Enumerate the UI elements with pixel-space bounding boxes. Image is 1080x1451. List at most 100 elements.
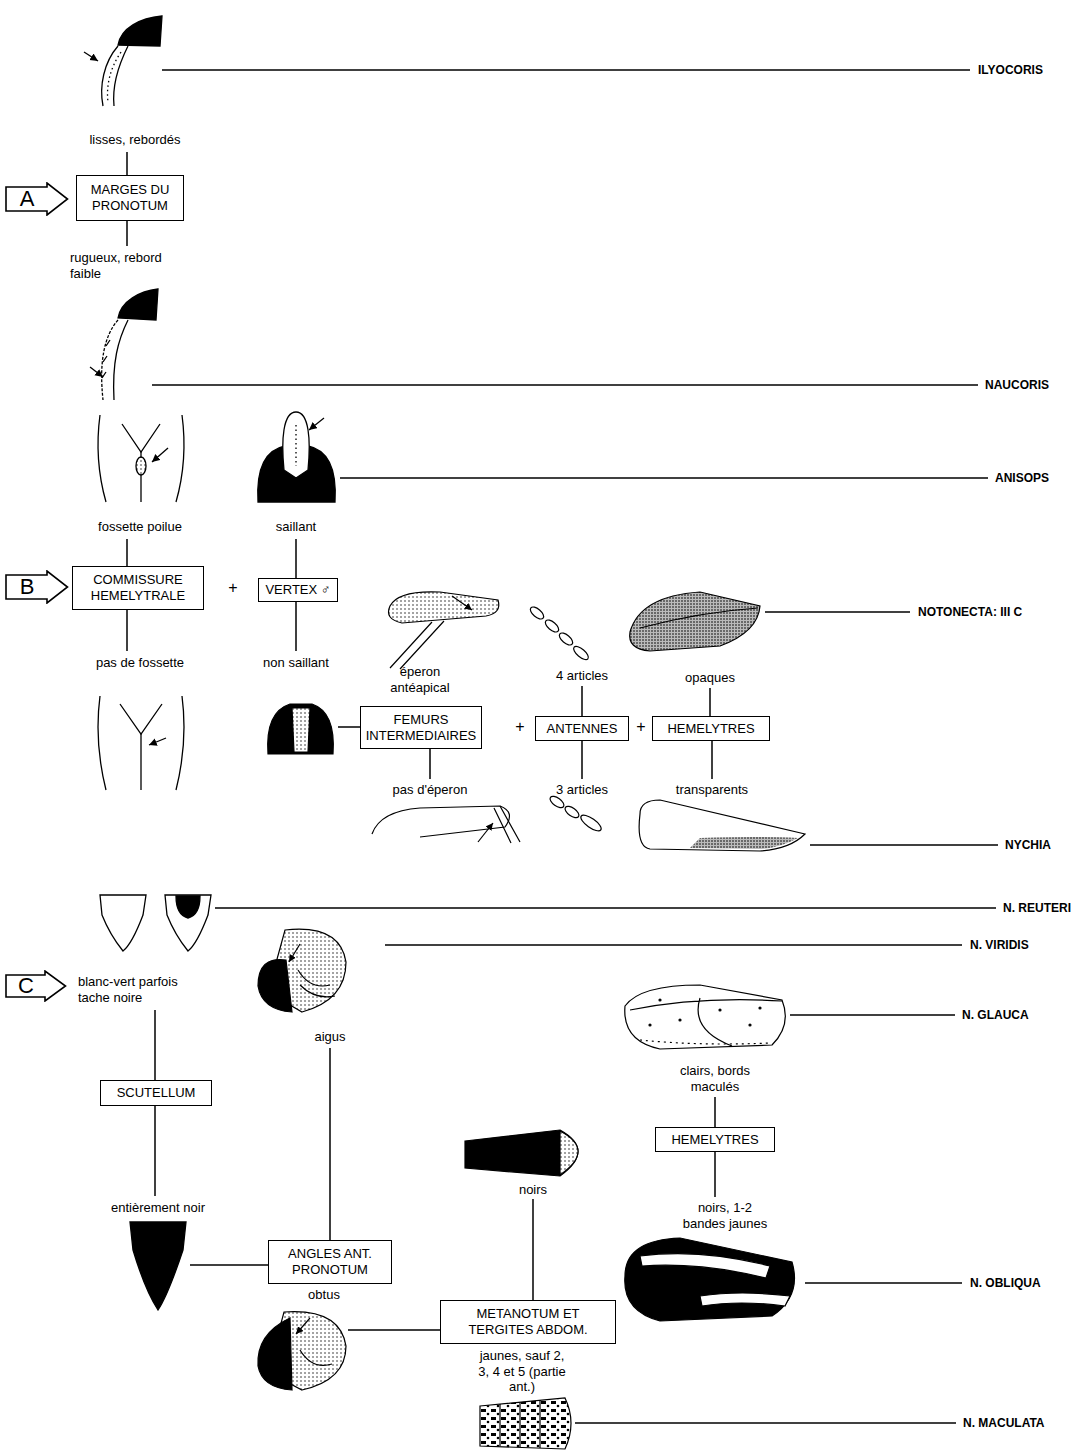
key-line xyxy=(329,1048,331,1240)
pronotum-angle-figure xyxy=(296,1318,310,1334)
pronotum-angle-figure xyxy=(300,1350,332,1365)
commissure-figure xyxy=(152,448,168,462)
character-name: HEMELYTRES xyxy=(667,721,754,737)
femur-figure xyxy=(390,621,444,669)
character-state: blanc-vert parfois tache noire xyxy=(78,974,208,1005)
character-state: clairs, bords maculés xyxy=(665,1063,765,1094)
antenna-figure xyxy=(543,618,560,634)
antenna-figure xyxy=(572,644,591,662)
femur-figure xyxy=(452,596,472,610)
character-state: obtus xyxy=(294,1287,354,1303)
pronotum-figure xyxy=(90,367,103,377)
antenna-figure xyxy=(528,605,590,662)
pronotum-angle-figure xyxy=(289,944,300,962)
pronotum-angle-figure xyxy=(258,929,346,1012)
antenna-figure xyxy=(528,605,545,621)
taxon-name: NYCHIA xyxy=(1005,838,1051,852)
commissure-figure xyxy=(136,457,146,475)
character-state: jaunes, sauf 2, 3, 4 et 5 (partie ant.) xyxy=(478,1348,566,1395)
hemelytra-figure xyxy=(690,837,798,849)
hemelytra-figure xyxy=(639,800,805,851)
hemelytra-figure xyxy=(759,1007,761,1009)
key-line xyxy=(295,539,297,578)
hemelytra-figure xyxy=(640,1040,770,1044)
key-line xyxy=(765,611,910,613)
pronotum-figure xyxy=(118,289,158,320)
pronotum-figure xyxy=(108,52,121,102)
scutellum-figure xyxy=(176,896,200,918)
femur-figure xyxy=(478,823,493,842)
hemelytra-figure xyxy=(625,985,786,1049)
character-name: HEMELYTRES xyxy=(671,1132,758,1148)
key-line xyxy=(162,69,970,71)
scutellum-figure xyxy=(130,1222,186,1310)
key-line xyxy=(215,907,996,909)
taxon-name: N. VIRIDIS xyxy=(970,938,1029,952)
arrow-outline xyxy=(6,971,66,1001)
taxon-name: N. MACULATA xyxy=(963,1416,1045,1430)
arrow-outline xyxy=(6,571,68,603)
hemelytra-figure xyxy=(625,985,786,1049)
plus-sign: + xyxy=(223,578,243,597)
character-name: VERTEX ♂ xyxy=(265,582,330,598)
key-line xyxy=(126,221,128,246)
key-section-arrow: C xyxy=(5,970,67,1002)
hemelytra-figure xyxy=(640,608,758,628)
hemelytra-figure xyxy=(749,1024,751,1026)
character-box: VERTEX ♂ xyxy=(258,578,338,602)
femur-figure xyxy=(372,806,520,843)
character-name: METANOTUM ET TERGITES ABDOM. xyxy=(446,1306,610,1337)
key-line xyxy=(154,1010,156,1080)
character-state: entièrement noir xyxy=(93,1200,223,1216)
section-letter: B xyxy=(20,574,35,600)
character-state: transparents xyxy=(662,782,762,798)
key-line xyxy=(714,1152,716,1197)
character-state: rugueux, rebord faible xyxy=(70,250,182,281)
key-line xyxy=(295,601,297,651)
arrow-outline xyxy=(5,182,69,216)
abdomen-figure xyxy=(500,1400,540,1448)
pronotum-figure xyxy=(84,52,98,61)
scutellum-figure xyxy=(165,895,211,951)
section-letter: A xyxy=(20,186,35,212)
hemelytra-figure xyxy=(625,1238,795,1321)
taxon-name: N. OBLIQUA xyxy=(970,1276,1041,1290)
vertex-figure xyxy=(309,418,324,430)
pronotum-figure xyxy=(90,289,158,400)
character-name: ANGLES ANT. PRONOTUM xyxy=(274,1246,386,1277)
character-name: ANTENNES xyxy=(547,721,618,737)
character-state: 3 articles xyxy=(542,782,622,798)
key-line xyxy=(790,1014,955,1016)
key-line xyxy=(575,1422,956,1424)
hemelytra-figure xyxy=(640,1254,770,1278)
scutellum-figure xyxy=(100,895,211,951)
key-line xyxy=(385,944,962,946)
commissure-figure xyxy=(98,415,184,502)
pronotum-angle-figure xyxy=(258,1318,292,1390)
key-line xyxy=(711,741,713,779)
hemelytra-figure xyxy=(630,592,760,651)
pronotum-angle-figure xyxy=(298,970,335,997)
key-line xyxy=(126,610,128,651)
character-box: FEMURS INTERMEDIAIRES xyxy=(360,706,482,749)
character-box: ANTENNES xyxy=(535,716,629,741)
character-box: METANOTUM ET TERGITES ABDOM. xyxy=(440,1300,616,1344)
vertex-figure xyxy=(258,412,336,502)
key-line xyxy=(581,686,583,716)
key-line xyxy=(126,539,128,566)
hemelytra-figure xyxy=(630,998,782,1046)
key-line xyxy=(190,1264,268,1266)
character-state: 4 articles xyxy=(542,668,622,684)
taxon-name: ILYOCORIS xyxy=(978,63,1043,77)
vertex-figure xyxy=(268,704,334,754)
character-state: saillant xyxy=(256,519,336,535)
arrow-outline xyxy=(5,570,69,604)
section-letter: C xyxy=(18,973,34,999)
hemelytra-figure xyxy=(649,1024,651,1026)
character-box: ANGLES ANT. PRONOTUM xyxy=(268,1240,392,1284)
key-line xyxy=(581,741,583,779)
character-box: HEMELYTRES xyxy=(655,1127,775,1152)
character-name: COMMISSURE HEMELYTRALE xyxy=(78,572,198,603)
femur-figure xyxy=(372,806,509,837)
